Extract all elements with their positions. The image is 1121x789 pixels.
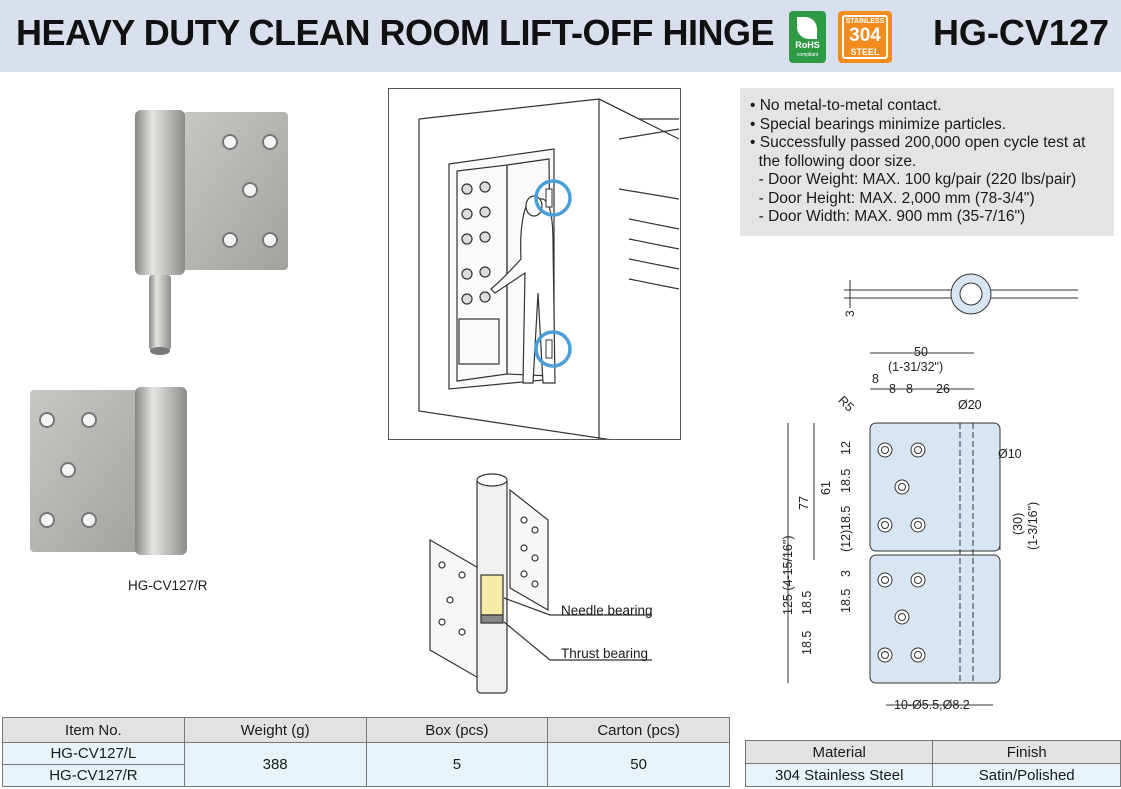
feature-line: the following door size. — [750, 152, 917, 170]
header-box: Box (pcs) — [365, 717, 549, 743]
material-cell: 304 Stainless Steel — [744, 763, 934, 787]
dim-8c: 8 — [906, 382, 913, 396]
material-table: Material Finish 304 Stainless Steel Sati… — [744, 740, 1121, 787]
weight-cell: 388 — [183, 742, 367, 787]
dim-30-in: (1-3/16") — [1026, 502, 1040, 550]
feature-line: - Door Height: MAX. 2,000 mm (78-3/4") — [750, 189, 1035, 207]
product-photo-left-hinge — [135, 110, 288, 355]
cleanroom-illustration — [388, 88, 681, 440]
dim-26: 26 — [936, 382, 950, 396]
dim-12: 12 — [839, 441, 853, 455]
dim-50-in: (1-31/32") — [888, 360, 943, 374]
feature-line: • Successfully passed 200,000 open cycle… — [750, 134, 1086, 151]
dim-125: 125 (4-15/16") — [781, 536, 795, 616]
feature-line: - Door Weight: MAX. 100 kg/pair (220 lbs… — [750, 171, 1077, 188]
dim-holes: 10-Ø5.5,Ø8.2 — [894, 698, 970, 712]
box-cell: 5 — [365, 742, 549, 787]
dim-18-5d: 18.5 — [800, 631, 814, 655]
hinge-highlight-circles — [534, 179, 572, 368]
dim-18-5e: 18.5 — [800, 591, 814, 615]
carton-cell: 50 — [547, 742, 730, 787]
dim-r5: R5 — [835, 393, 856, 414]
stainless-steel-badge: STAINLESS 304 STEEL — [838, 11, 892, 63]
dim-18-5a: 18.5 — [839, 469, 853, 493]
header-carton: Carton (pcs) — [547, 717, 730, 743]
header-item-no: Item No. — [2, 717, 185, 743]
dim-18-5b: 18.5 — [839, 506, 853, 530]
thrust-bearing-label: Thrust bearing — [561, 646, 649, 661]
needle-bearing-label: Needle bearing — [561, 603, 653, 618]
header-material: Material — [744, 740, 934, 764]
dim-8b: 8 — [889, 382, 896, 396]
header-weight: Weight (g) — [183, 717, 367, 743]
dim-12p: (12) — [839, 530, 853, 552]
feature-line: • No metal-to-metal contact. — [750, 97, 942, 114]
thickness-dim: 3 — [843, 310, 857, 317]
dim-d20: Ø20 — [958, 398, 982, 412]
photo-caption: HG-CV127/R — [128, 578, 208, 593]
top-view-drawing: 3 — [843, 273, 1078, 317]
rohs-label: RoHS — [795, 40, 820, 50]
header-finish: Finish — [932, 740, 1121, 764]
dim-3: 3 — [839, 570, 853, 577]
badge-line2: 304 — [849, 25, 881, 46]
dim-50: 50 — [914, 345, 928, 359]
finish-cell: Satin/Polished — [932, 763, 1121, 787]
product-photo-right-hinge — [30, 387, 187, 555]
dim-d10: Ø10 — [998, 447, 1022, 461]
feature-line: • Special bearings minimize particles. — [750, 115, 1007, 133]
leaf-icon — [797, 17, 817, 39]
feature-line: - Door Width: MAX. 900 mm (35-7/16") — [750, 208, 1026, 225]
header-bar: HEAVY DUTY CLEAN ROOM LIFT-OFF HINGE RoH… — [0, 0, 1121, 72]
rohs-sub: compliant — [796, 52, 819, 58]
front-view-drawing: 50 (1-31/32") 8 8 8 26 R5 Ø20 Ø10 (30) (… — [781, 345, 1040, 712]
dim-77: 77 — [797, 496, 811, 510]
dim-30: (30) — [1011, 513, 1025, 535]
badge-line3: STEEL — [850, 47, 880, 57]
model-number: HG-CV127 — [932, 12, 1109, 53]
rohs-badge: RoHS compliant — [789, 11, 826, 63]
badge-line1: STAINLESS — [845, 18, 885, 25]
bearing-cutaway-illustration — [429, 473, 652, 694]
page-title: HEAVY DUTY CLEAN ROOM LIFT-OFF HINGE — [16, 12, 775, 53]
item-no-cell: HG-CV127/R — [2, 764, 185, 787]
dim-18-5c: 18.5 — [839, 589, 853, 613]
dim-61: 61 — [819, 481, 833, 495]
spec-table: Item No. Weight (g) Box (pcs) Carton (pc… — [2, 717, 730, 787]
dim-8a: 8 — [872, 372, 879, 386]
item-no-cell: HG-CV127/L — [2, 742, 185, 765]
features-list: • No metal-to-metal contact. • Special b… — [740, 88, 1114, 236]
